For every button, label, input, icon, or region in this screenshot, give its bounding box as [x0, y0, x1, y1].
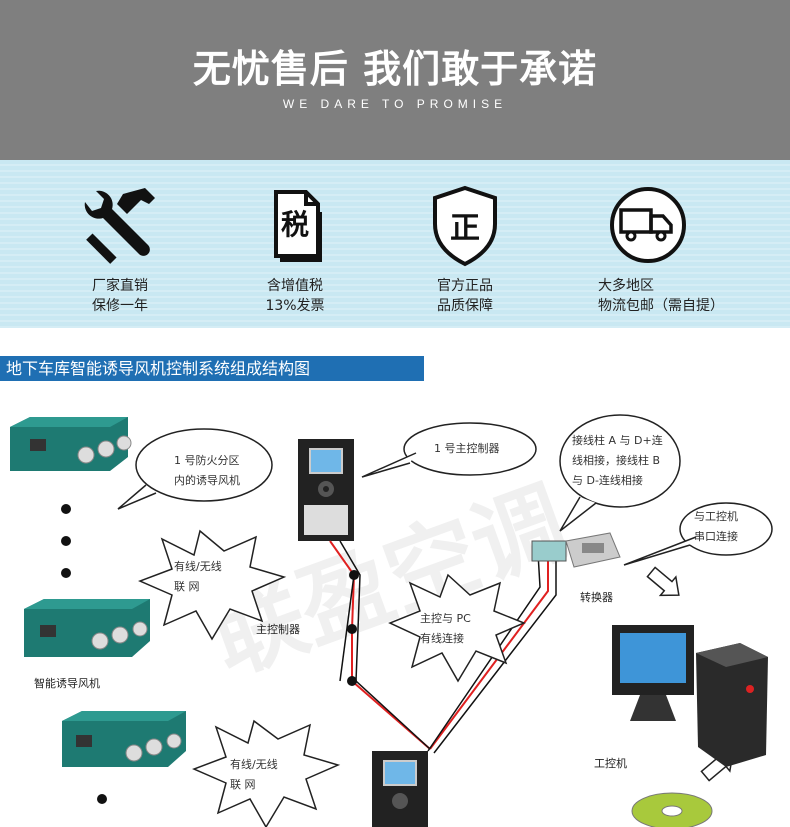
feature-line-1: 厂家直销	[92, 278, 148, 294]
burst-pc-link: 主控与 PC 有线连接	[420, 612, 471, 645]
label-industrial-pc: 工控机	[594, 757, 627, 770]
industrial-pc	[612, 625, 768, 767]
induction-fan-unit-1	[10, 417, 132, 471]
banner-subtitle: WE DARE TO PROMISE	[282, 97, 508, 111]
label-induction-fan: 智能诱导风机	[34, 677, 100, 690]
delivery-truck-icon	[610, 187, 686, 263]
feature-line-1: 含增值税	[267, 278, 323, 294]
feature-tax-invoice: 税 含增值税 13%发票	[205, 180, 385, 316]
main-controller-2	[372, 751, 428, 827]
bubble-serial-connection: 与工控机 串口连接	[694, 510, 738, 543]
rs485-converter	[531, 532, 621, 568]
svg-text:正: 正	[450, 211, 480, 246]
label-converter: 转换器	[580, 591, 613, 604]
feature-line-2: 13%发票	[265, 298, 325, 314]
feature-line-2: 保修一年	[92, 298, 148, 314]
feature-line-1: 大多地区	[598, 278, 654, 294]
promise-banner: 无忧售后 我们敢于承诺 WE DARE TO PROMISE	[0, 0, 790, 160]
feature-after-sales: 厂家直销 保修一年	[30, 180, 210, 316]
label-main-controller: 主控制器	[256, 623, 300, 636]
svg-text:税: 税	[281, 208, 309, 241]
tax-document-icon: 税	[274, 190, 322, 262]
feature-line-2: 品质保障	[437, 298, 493, 314]
main-controller-1	[298, 439, 354, 541]
feature-free-shipping: 大多地区 物流包邮（需自提）	[548, 180, 748, 316]
bubble-main-controller: 1 号主控制器	[434, 442, 500, 455]
feature-genuine: 正 官方正品 品质保障	[375, 180, 555, 316]
induction-fan-unit-2	[24, 599, 150, 657]
feature-line-1: 官方正品	[437, 278, 493, 294]
tools-icon	[84, 188, 155, 264]
bubble-fan-zone: 1 号防火分区 内的诱导风机	[174, 454, 240, 487]
section-title: 地下车库智能诱导风机控制系统组成结构图	[0, 356, 424, 381]
bubble-terminal-wiring: 接线柱 A 与 D+连 线相接，接线柱 B 与 D-连线相接	[572, 434, 663, 487]
feature-strip: 厂家直销 保修一年 税 含增值税 13%发票 正 官方正品 品质保障 大多地区 …	[0, 160, 790, 328]
diagram-graphics: 联盈空调	[10, 414, 773, 827]
burst-network-2: 有线/无线 联 网	[230, 758, 278, 791]
genuine-shield-icon: 正	[433, 185, 497, 267]
burst-network-1: 有线/无线 联 网	[174, 560, 222, 593]
cd-disc	[631, 792, 713, 827]
feature-line-2: 物流包邮（需自提）	[598, 298, 724, 314]
system-structure-diagram: 联盈空调	[0, 381, 790, 827]
banner-title: 无忧售后 我们敢于承诺	[192, 47, 598, 91]
arrow-to-pc	[646, 566, 680, 597]
induction-fan-unit-3	[62, 711, 186, 767]
